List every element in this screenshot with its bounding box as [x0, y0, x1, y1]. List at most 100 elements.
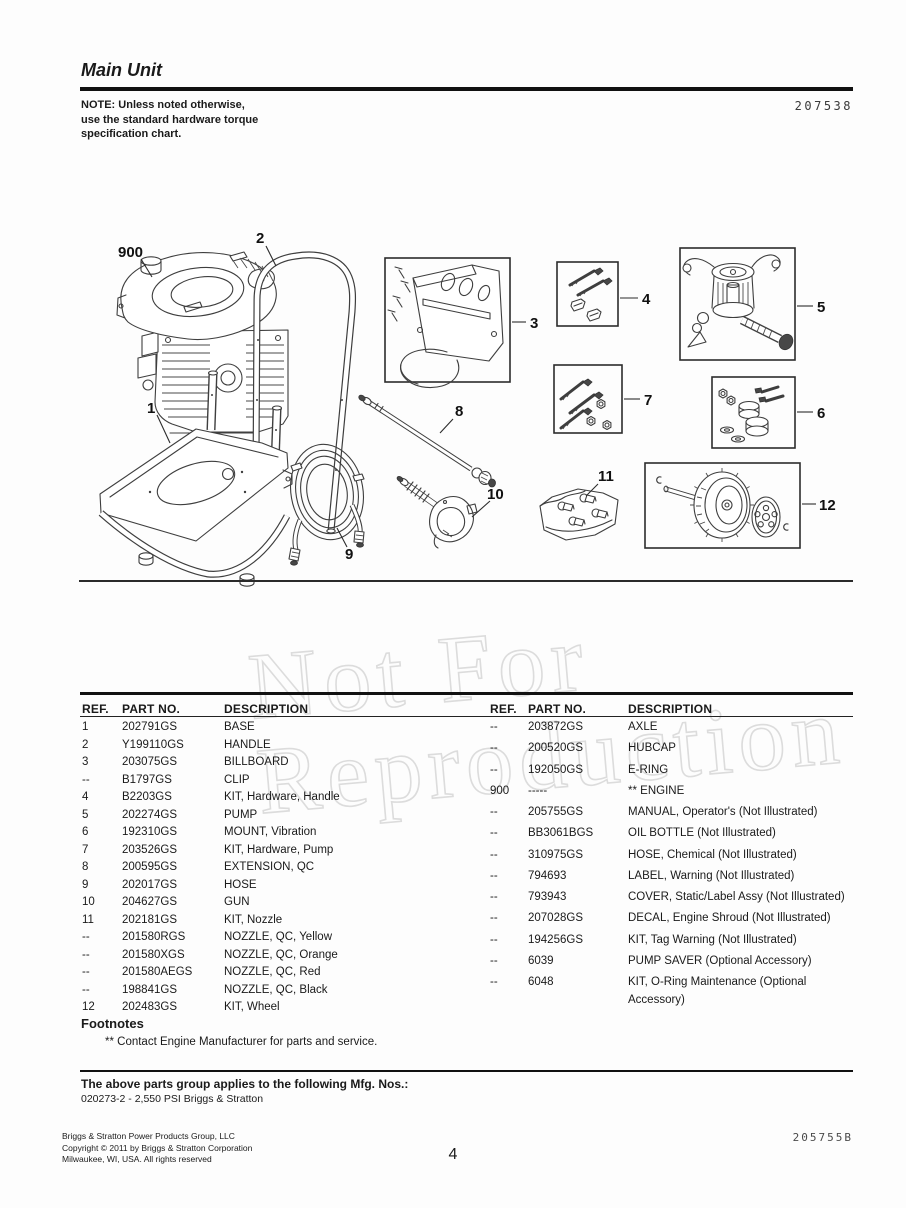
torque-note-line: NOTE: Unless noted otherwise,: [81, 99, 245, 111]
table-cell: MOUNT, Vibration: [224, 826, 317, 838]
callout-11: 11: [598, 468, 614, 485]
table-cell: 203526GS: [122, 843, 177, 856]
table-cell: 6: [82, 826, 89, 838]
table-cell: 203872GS: [528, 721, 583, 733]
column-header-part: PART NO.: [528, 702, 587, 716]
table-cell: 10: [82, 896, 95, 908]
table-cell: --: [490, 806, 498, 818]
table-cell: 6048: [528, 976, 554, 988]
table-cell: --: [490, 954, 498, 967]
table-cell: --: [82, 773, 90, 786]
table-cell: HOSE: [224, 878, 257, 891]
table-cell: 4: [82, 791, 89, 803]
table-cell: 203075GS: [122, 756, 177, 768]
footer-company-line: Milwaukee, WI, USA. All rights reserved: [62, 1154, 212, 1164]
callout-7: 7: [644, 392, 652, 409]
table-cell: 192310GS: [122, 826, 177, 838]
callout-2: 2: [256, 230, 264, 247]
mfg-heading: The above parts group applies to the fol…: [81, 1077, 409, 1091]
table-cell: 2: [82, 738, 89, 751]
table-cell: 11: [82, 913, 94, 926]
nozzle-kit-illustration: [539, 488, 619, 541]
footer-company-line: Briggs & Stratton Power Products Group, …: [62, 1131, 235, 1141]
table-cell: KIT, Nozzle: [224, 913, 283, 926]
table-cell: --: [490, 763, 498, 776]
table-cell: KIT, Wheel: [224, 1001, 280, 1013]
table-cell: --: [490, 869, 498, 882]
hardware-pump-kit-box: [553, 364, 623, 434]
page-title: Main Unit: [81, 60, 162, 80]
table-cell: BASE: [224, 721, 255, 733]
table-cell: COVER, Static/Label Assy (Not Illustrate…: [628, 891, 845, 903]
table-cell: 900: [490, 784, 510, 797]
footer-doc-code: 205755B: [792, 1131, 853, 1144]
table-cell: --: [490, 933, 498, 946]
table-cell: PUMP SAVER (Optional Accessory): [628, 954, 812, 967]
wheel-kit-box: [644, 462, 801, 549]
diagram-bottom-rule: [79, 580, 853, 582]
column-header-desc: DESCRIPTION: [628, 702, 713, 716]
hardware-handle-kit-box: [556, 261, 619, 327]
table-cell: 7: [82, 843, 89, 856]
table-cell: --: [490, 912, 498, 925]
table-cell: --: [82, 983, 90, 996]
table-cell: MANUAL, Operator's (Not Illustrated): [628, 806, 818, 818]
table-row: -- 192050GS E-RING: [488, 762, 853, 783]
table-cell: 192050GS: [528, 763, 583, 776]
table-cell: BILLBOARD: [224, 756, 289, 768]
table-cell: --: [82, 966, 90, 978]
callout-12: 12: [819, 497, 836, 514]
table-cell: CLIP: [224, 773, 250, 786]
table-cell: NOZZLE, QC, Red: [224, 966, 321, 978]
table-cell: 202791GS: [122, 721, 177, 733]
torque-note: NOTE: Unless noted otherwise, use the st…: [81, 98, 311, 142]
table-cell: E-RING: [628, 763, 669, 776]
table-cell: ** ENGINE: [628, 784, 685, 797]
table-cell: PUMP: [224, 808, 258, 821]
table-cell: --: [490, 827, 498, 840]
table-cell: HUBCAP: [628, 742, 676, 755]
callout-leaders: [140, 245, 816, 548]
table-cell: --: [490, 891, 498, 903]
title-rule: [80, 87, 853, 91]
footer-company-line: Copyright © 2011 by Briggs & Stratton Co…: [62, 1142, 253, 1153]
hose-illustration: [288, 443, 365, 566]
footnote-item: ** Contact Engine Manufacturer for parts…: [105, 1036, 378, 1048]
callout-8: 8: [455, 403, 463, 420]
table-cell: 198841GS: [122, 983, 177, 996]
footnotes-heading: Footnotes: [81, 1016, 144, 1031]
table-cell: 8: [82, 861, 89, 873]
table-cell: 201580RGS: [122, 931, 186, 943]
table-cell: HOSE, Chemical (Not Illustrated): [628, 848, 797, 861]
table-cell: 3: [82, 756, 89, 768]
table-cell: --: [82, 931, 90, 943]
table-cell: 200595GS: [122, 861, 177, 873]
callout-1: 1: [147, 400, 155, 417]
table-cell: 205755GS: [528, 806, 583, 818]
table-cell: 793943: [528, 891, 567, 903]
torque-note-line: specification chart.: [81, 128, 182, 140]
table-cell: Y199110GS: [122, 738, 184, 751]
table-cell: -----: [528, 784, 548, 797]
callout-900: 900: [118, 244, 143, 261]
table-cell: DECAL, Engine Shroud (Not Illustrated): [628, 912, 831, 925]
mfg-section-rule: [80, 1070, 853, 1072]
callout-3: 3: [530, 315, 538, 332]
column-header-part: PART NO.: [122, 702, 181, 716]
table-cell: 202274GS: [122, 808, 177, 821]
table-cell: 1: [82, 721, 89, 733]
table-row: 3 203075GS BILLBOARD: [80, 754, 488, 772]
